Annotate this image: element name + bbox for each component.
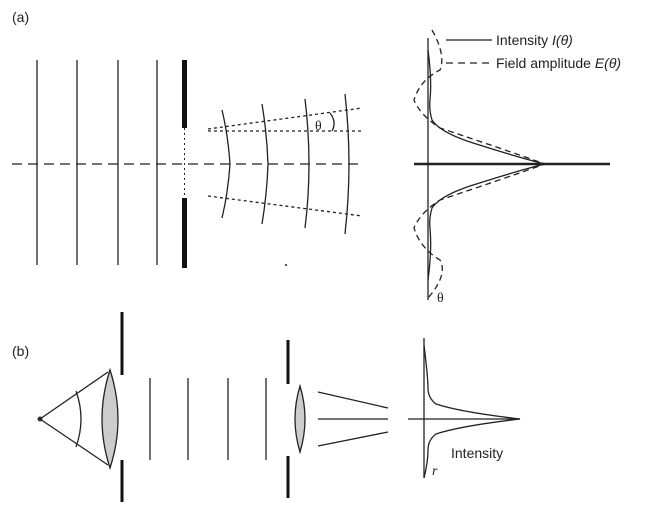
beam-edge-lower — [207, 195, 363, 217]
aperture-screen — [182, 60, 187, 268]
converging-ray-lower — [317, 431, 389, 447]
field-amplitude-curve — [413, 29, 547, 299]
source-wavefront-arc — [75, 390, 82, 448]
source-cone-lower — [39, 418, 109, 466]
stray-dot — [285, 264, 287, 266]
angle-arc — [329, 112, 335, 132]
focal-intensity-plot: Intensity r — [408, 338, 521, 479]
focusing-lens — [294, 383, 306, 455]
angular-pattern-plot: θ — [413, 29, 610, 306]
converging-ray-upper — [317, 391, 389, 409]
legend-field-label: Field amplitude E(θ) — [496, 55, 621, 71]
r-axis-label: r — [432, 464, 438, 479]
airy-intensity-curve — [423, 344, 521, 479]
legend: Intensity I(θ) Field amplitude E(θ) — [446, 32, 621, 71]
theta-axis-label: θ — [437, 291, 444, 306]
collimating-lens — [101, 367, 119, 471]
panel-b-label: (b) — [12, 343, 29, 359]
beam-edge-upper — [207, 107, 363, 130]
source-cone-upper — [39, 371, 109, 420]
panel-a-label: (a) — [12, 9, 29, 25]
aperture-upper-block — [182, 60, 187, 128]
diffracted-wavefronts — [221, 93, 350, 235]
plane-wavefronts-b — [149, 378, 267, 460]
theta-label: θ — [315, 119, 322, 134]
intensity-label: Intensity — [451, 445, 503, 461]
incident-wavefronts — [36, 60, 158, 265]
legend-intensity-label: Intensity I(θ) — [496, 32, 573, 48]
aperture-lower-block — [182, 198, 187, 268]
